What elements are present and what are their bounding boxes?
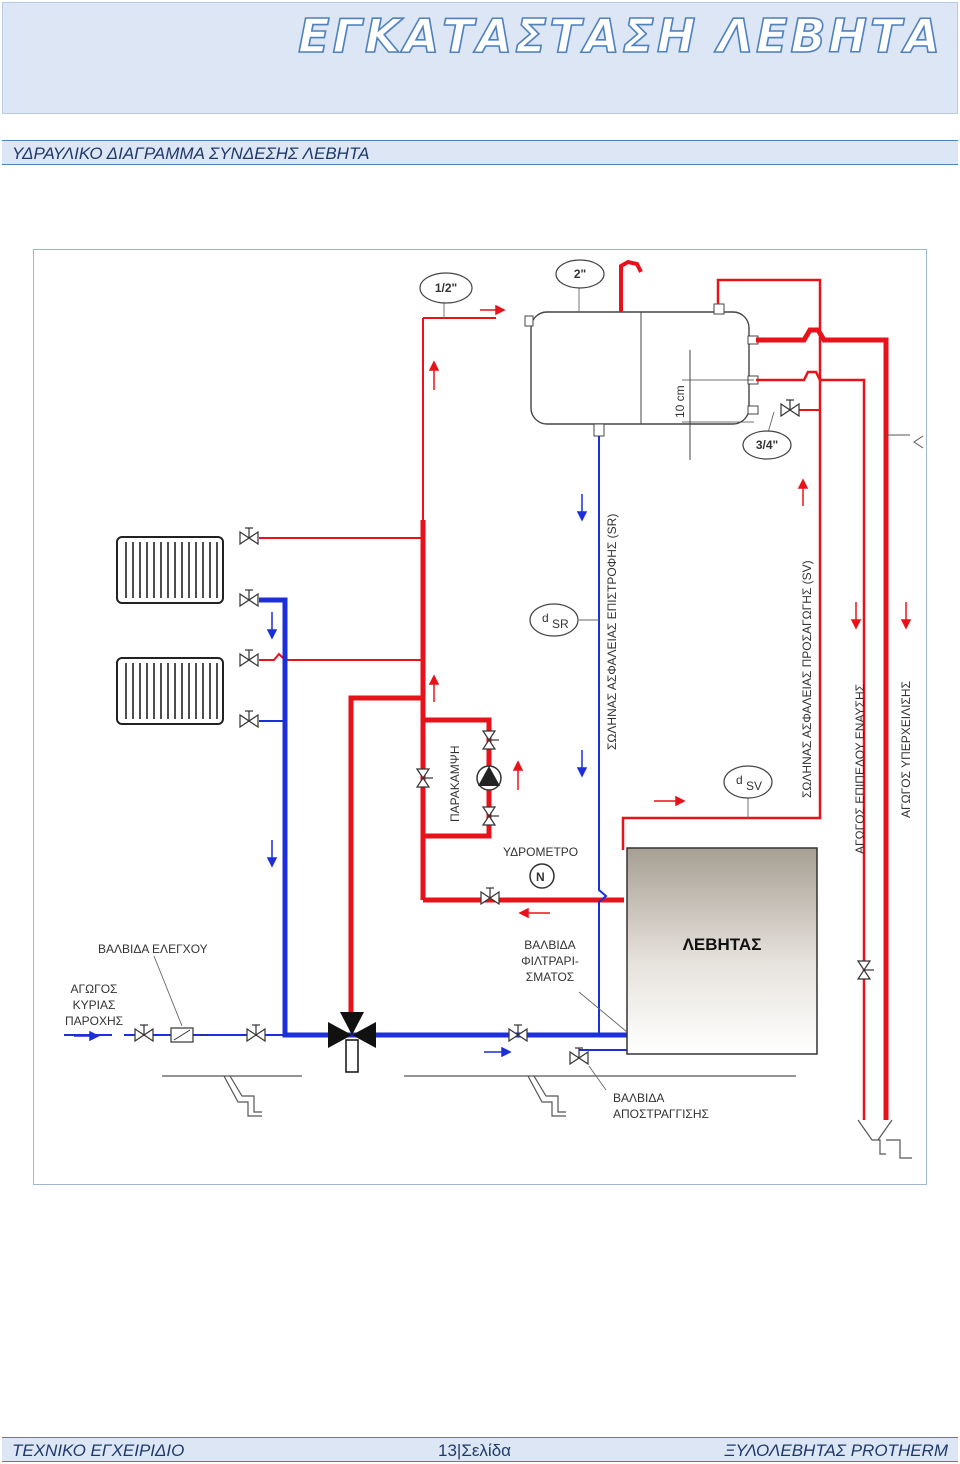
drains (162, 1075, 912, 1159)
size-three-quarter-label: 3/4" (756, 438, 778, 452)
size-half-label: 1/2" (435, 281, 457, 295)
footer-page-number: 13|Σελίδα (438, 1441, 511, 1460)
footer-manual-title: ΤΕΧΝΙΚΟ ΕΓΧΕΙΡΙΔΙΟ (12, 1441, 185, 1460)
valve-radiator-2-return (239, 710, 259, 728)
section-bar: ΥΔΡΑΥΛΙΚΟ ΔΙΑΓΡΑΜΜΑ ΣΥΝΔΕΣΗΣ ΛΕΒΗΤΑ (2, 140, 958, 165)
three-way-valve-icon (328, 1012, 376, 1073)
valve-radiator-1-return (239, 589, 259, 607)
water-meter-label: ΥΔΡΟΜΕΤΡΟ (503, 845, 578, 859)
main-supply-line-1: ΑΓΩΓΟΣ (71, 982, 118, 996)
size-bubbles: 1/2" 2" 3/4" d SR d SV (419, 259, 792, 799)
size-two-label: 2" (574, 267, 586, 281)
main-supply-line-3: ΠΑΡΟΧΗΣ (65, 1014, 123, 1028)
svg-text:N: N (536, 870, 545, 884)
bypass-label: ΠΑΡΑΚΑΜΨΗ (448, 746, 462, 822)
flow-arrows (74, 304, 912, 1058)
diagram-svg: 10 cm (64, 259, 924, 1159)
dimension-label: 10 cm (673, 385, 687, 418)
valve-radiator-2-supply (239, 649, 259, 667)
pump-icon (476, 765, 502, 791)
valve-bypass-side (416, 768, 434, 788)
expansion-tank (524, 303, 759, 437)
overflow-pipe-label: ΑΓΩΓΟΣ ΥΠΕΡΧΕΙΛΙΣΗΣ (899, 681, 913, 818)
boiler-label: ΛΕΒΗΤΑΣ (683, 935, 762, 954)
water-meter-icon: N (529, 863, 555, 889)
header-band: ΕΓΚΑΤΑΣΤΑΣΗ ΛΕΒΗΤΑ (2, 2, 958, 114)
d-sr-sub: SR (552, 617, 569, 631)
dimension-10cm: 10 cm (673, 350, 754, 460)
boiler: ΛΕΒΗΤΑΣ (626, 847, 818, 1055)
filter-valve-line-2: ΦΙΛΤΡΑΡΙ- (521, 954, 579, 968)
radiator-2 (116, 657, 224, 725)
footer-product-name: ΞΥΛΟΛΕΒΗΤΑΣ PROTHERM (724, 1441, 948, 1460)
main-supply-line-2: ΚΥΡΙΑΣ (73, 998, 116, 1012)
check-valve-label: ΒΑΛΒΙΔΑ ΕΛΕΓΧΟΥ (98, 942, 208, 956)
footer-bar: ΤΕΧΝΙΚΟ ΕΓΧΕΙΡΙΔΙΟ 13|Σελίδα ΞΥΛΟΛΕΒΗΤΑΣ… (2, 1437, 958, 1462)
filter-valve-line-1: ΒΑΛΒΙΔΑ (524, 938, 575, 952)
hydraulic-diagram: 10 cm (33, 249, 927, 1185)
safety-return-label: ΣΩΛΗΝΑΣ ΑΣΦΑΛΕΙΑΣ ΕΠΙΣΤΡΟΦΗΣ (SR) (605, 514, 619, 750)
valve-bypass-top (482, 730, 500, 750)
leader-lines (153, 286, 775, 1091)
valves (134, 399, 875, 1065)
valve-bypass-bottom (482, 806, 500, 826)
valve-main-2 (246, 1024, 266, 1042)
drain-valve-line-2: ΑΠΟΣΤΡΑΓΓΙΣΗΣ (613, 1107, 709, 1121)
section-subtitle: ΥΔΡΑΥΛΙΚΟ ΔΙΑΓΡΑΜΜΑ ΣΥΝΔΕΣΗΣ ΛΕΒΗΤΑ (12, 144, 370, 163)
valve-radiator-1-supply (239, 527, 259, 545)
drain-valve-line-1: ΒΑΛΒΙΔΑ (613, 1091, 664, 1105)
document-title: ΕΓΚΑΤΑΣΤΑΣΗ ΛΕΒΗΤΑ (297, 8, 943, 64)
hot-pipes (259, 259, 924, 1120)
valve-main-1 (134, 1024, 154, 1042)
valve-three-quarter (780, 399, 800, 417)
safety-supply-label: ΣΩΛΗΝΑΣ ΑΣΦΑΛΕΙΑΣ ΠΡΟΣΑΓΩΓΗΣ (SV) (800, 560, 814, 798)
d-sr-label: d (542, 611, 549, 625)
valve-level-pipe (857, 960, 875, 980)
d-sv-label: d (736, 773, 743, 787)
d-sv-sub: SV (746, 779, 762, 793)
valve-filter (508, 1024, 528, 1042)
filter-valve-line-3: ΣΜΑΤΟΣ (526, 970, 574, 984)
radiator-1 (116, 536, 224, 604)
level-pipe-label: ΑΓΩΓΟΣ ΕΠΙΠΕΔΟΥ ΕΝΑΥΣΗΣ (853, 684, 867, 854)
